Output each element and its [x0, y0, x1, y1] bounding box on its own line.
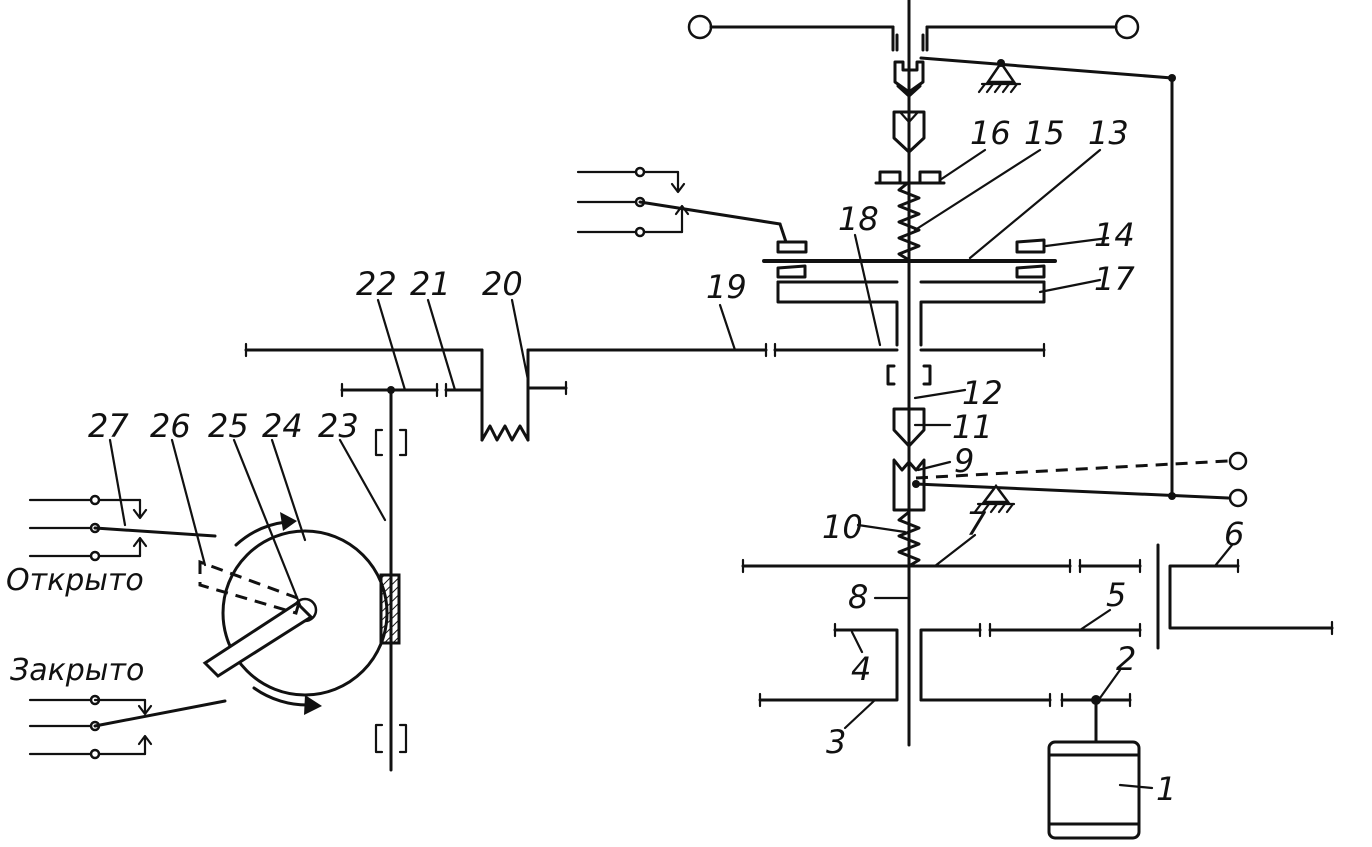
label-21: 21	[410, 265, 451, 303]
label-8: 8	[848, 578, 868, 616]
switch-closed	[28, 694, 227, 760]
bearing-12	[886, 364, 932, 386]
label-2: 2	[1116, 640, 1136, 678]
lever-21-22	[340, 382, 484, 398]
label-10: 10	[822, 508, 863, 546]
label-25: 25	[208, 407, 249, 445]
part-labels: 1 2 3 4 5 6 7 8 9 10 11 12 13 14 15 16 1…	[6, 114, 1244, 808]
handle-knob-left	[687, 14, 713, 40]
upper-claw-clutch	[892, 110, 926, 154]
gear-train-3-4-5	[758, 622, 1142, 708]
label-17: 17	[1094, 260, 1135, 298]
gear-6	[1156, 543, 1334, 650]
spring-15	[897, 180, 921, 262]
claw-11	[892, 407, 926, 448]
label-11: 11	[952, 408, 993, 446]
label-27: 27	[88, 407, 129, 445]
handle-knob-right	[1114, 14, 1140, 40]
fulcrum-icon	[985, 60, 1017, 84]
clutch-9	[892, 458, 926, 512]
label-18: 18	[838, 200, 879, 238]
label-open: Открыто	[6, 563, 144, 598]
top-handle-assembly	[687, 14, 1176, 500]
cam-disc-24	[198, 512, 389, 715]
leader-lines	[108, 148, 1234, 790]
label-12: 12	[962, 374, 1003, 412]
label-16: 16	[970, 114, 1011, 152]
label-7: 7	[966, 505, 987, 543]
switch-27-open	[28, 494, 217, 562]
motor-1	[1047, 695, 1141, 840]
label-5: 5	[1106, 576, 1126, 614]
label-4: 4	[851, 650, 871, 688]
pad-14	[1015, 238, 1046, 254]
label-24: 24	[262, 407, 303, 445]
spring-10	[897, 510, 921, 568]
label-6: 6	[1224, 515, 1244, 553]
label-20: 20	[482, 265, 523, 303]
label-26: 26	[150, 407, 191, 445]
label-1: 1	[1156, 770, 1176, 808]
clutch-housing-17-18	[776, 264, 1046, 347]
label-19: 19	[706, 268, 747, 306]
fulcrum-lower-icon	[981, 483, 1011, 504]
label-22: 22	[356, 265, 397, 303]
upper-left-switch	[576, 166, 808, 254]
label-23: 23	[318, 407, 359, 445]
label-14: 14	[1094, 216, 1135, 254]
label-closed: Закрыто	[10, 653, 144, 688]
lower-lever	[912, 451, 1248, 514]
label-13: 13	[1088, 114, 1129, 152]
label-9: 9	[954, 442, 974, 480]
label-3: 3	[826, 723, 846, 761]
label-15: 15	[1024, 114, 1065, 152]
